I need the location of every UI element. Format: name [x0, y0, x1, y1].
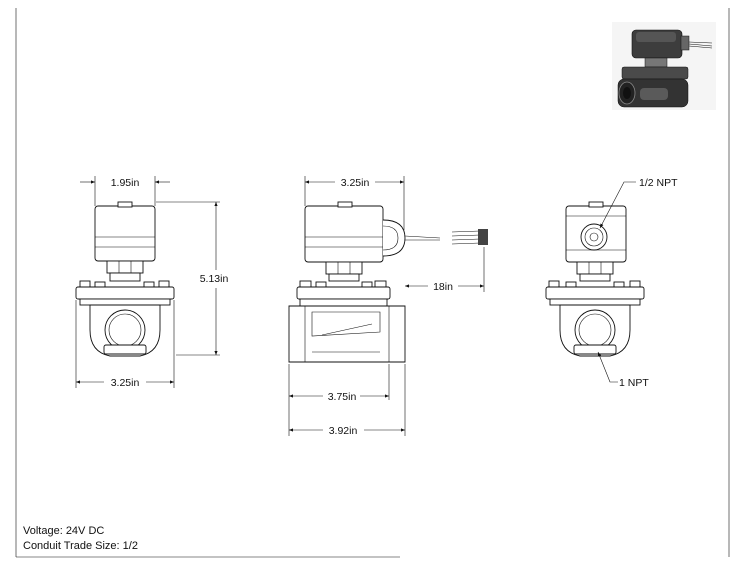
- dim-side-lead-length: 18in: [433, 281, 453, 293]
- isometric-view: [612, 22, 716, 110]
- sheet-border: [15, 8, 730, 558]
- dim-front-coil-width: 1.95in: [111, 177, 140, 189]
- dim-front-height: 5.13in: [200, 273, 229, 285]
- conduit-size-note: Conduit Trade Size: 1/2: [23, 540, 138, 552]
- dim-front-body-width: 3.25in: [111, 377, 140, 389]
- voltage-note: Voltage: 24V DC: [23, 525, 105, 537]
- side-view: [288, 201, 488, 363]
- callout-port-npt: 1 NPT: [619, 377, 649, 389]
- dim-side-overall-length: 3.92in: [329, 425, 358, 437]
- drawing-notes: Voltage: 24V DC Conduit Trade Size: 1/2: [23, 524, 138, 554]
- dim-side-body-length: 3.75in: [328, 391, 357, 403]
- rear-callouts: [597, 181, 636, 383]
- dim-side-coil-width: 3.25in: [341, 177, 370, 189]
- rear-view: [545, 201, 645, 357]
- front-dimensions: [75, 176, 220, 388]
- callout-conduit-npt: 1/2 NPT: [639, 177, 678, 189]
- front-view: [75, 201, 175, 357]
- side-dimensions: [288, 176, 485, 436]
